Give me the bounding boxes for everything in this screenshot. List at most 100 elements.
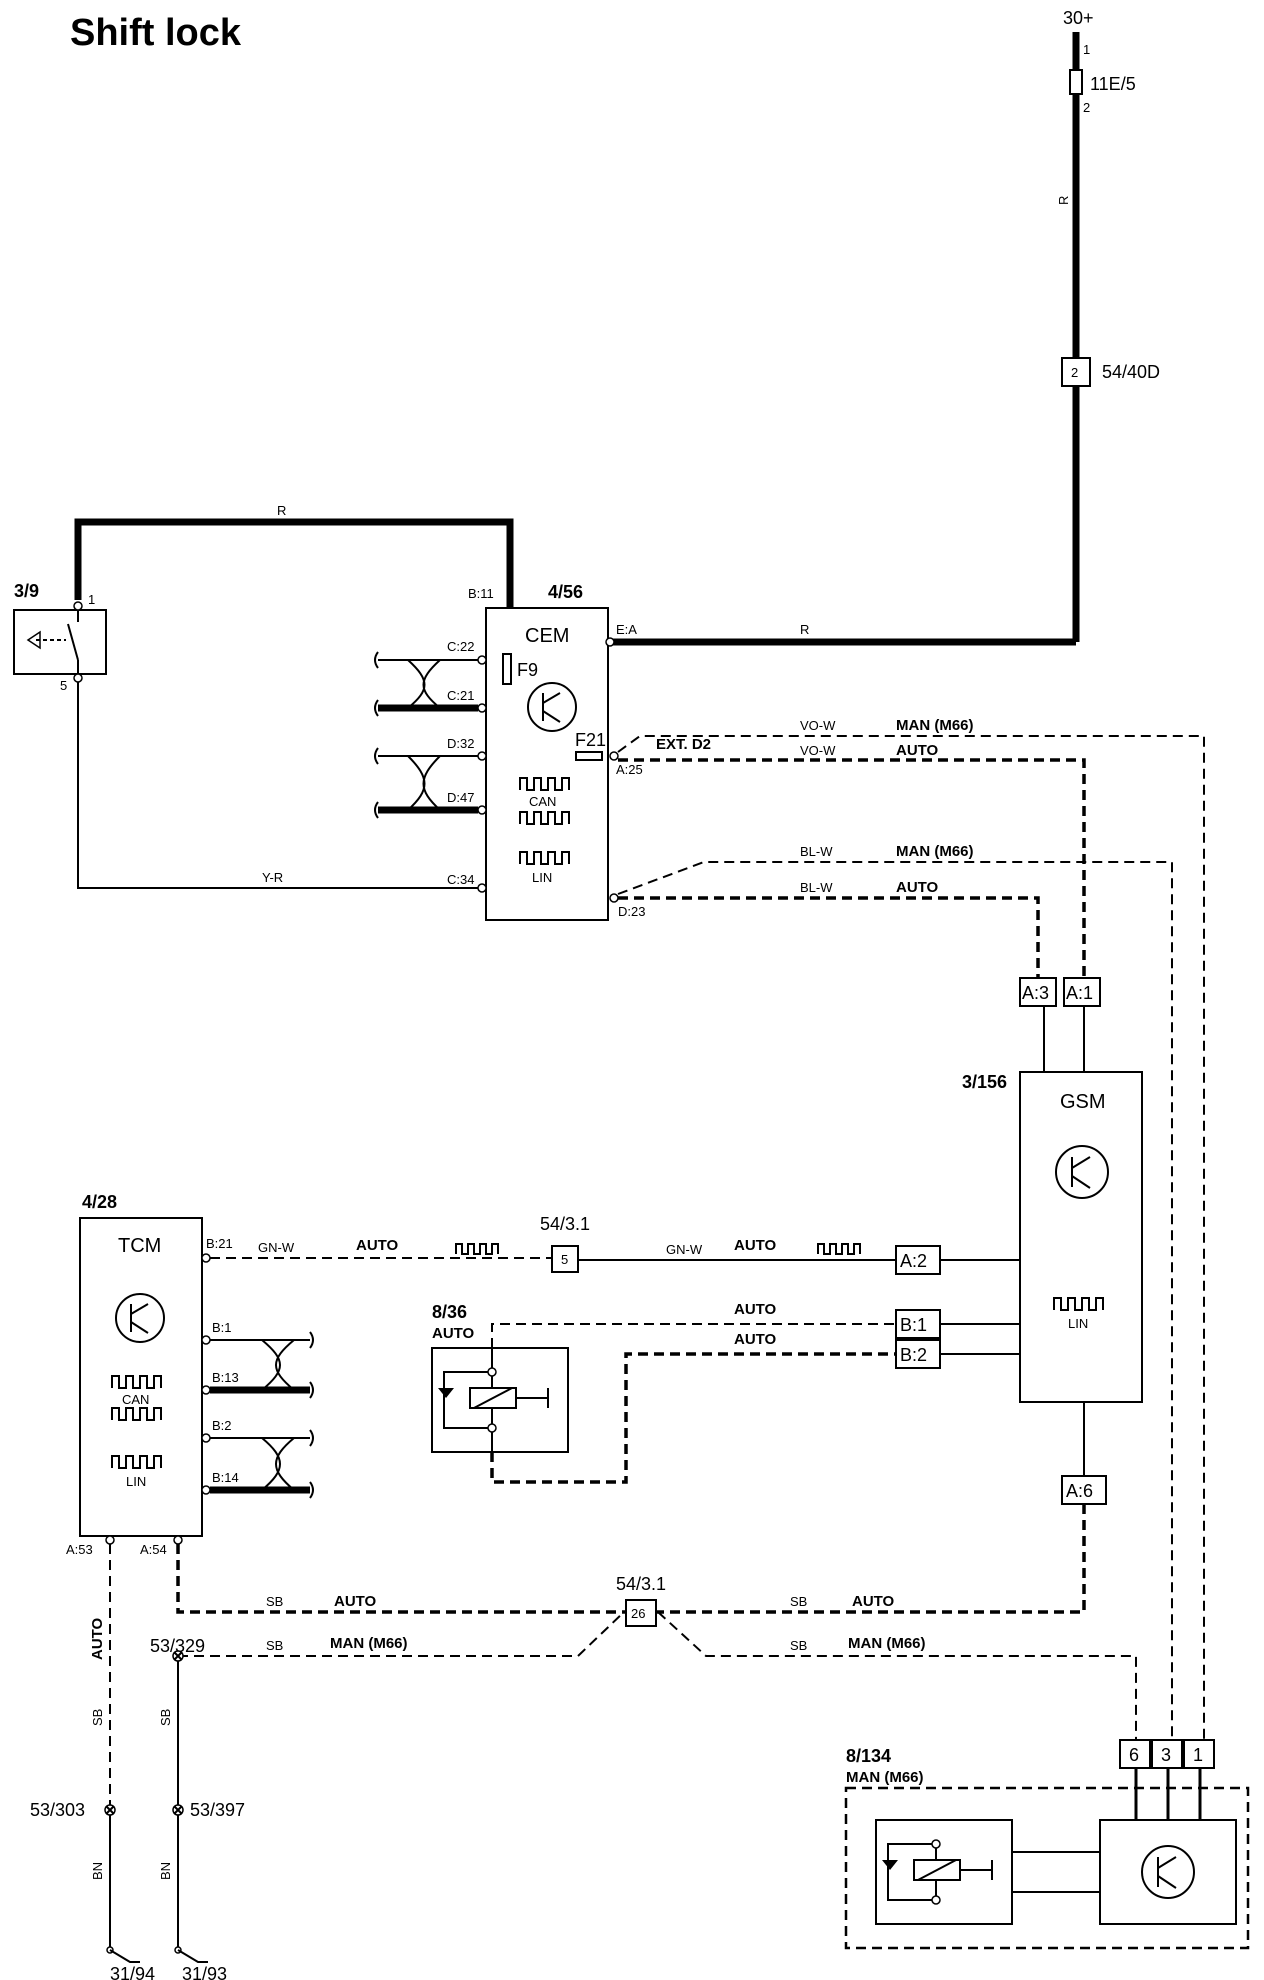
tcm-pin-a54-dot (173, 1535, 183, 1545)
gsm-transistor-c (1071, 1156, 1091, 1169)
shift-lock-control-unit (1099, 1819, 1237, 1925)
solenoid-836-diode-icon (438, 1388, 454, 1398)
shift-lock-8-134-outline (844, 1786, 1250, 1950)
tcm-can-wave-bottom (111, 1407, 162, 1421)
cem-can-label: CAN (529, 794, 556, 809)
solenoid-836-pin-top (487, 1367, 497, 1377)
wire-b2-auto (490, 1352, 896, 1484)
gsm-lin-label: LIN (1068, 1316, 1088, 1331)
gsm-lin-wave (1053, 1297, 1104, 1311)
variant-auto-b1: AUTO (734, 1301, 777, 1318)
splice-53-329-label: 53/329 (150, 1636, 205, 1656)
wire-color-sb-man-left: SB (266, 1638, 283, 1653)
shift-lock-pin-3-label: 3 (1161, 1745, 1171, 1765)
gsm-pin-b1: B:1 (900, 1315, 927, 1335)
tcm-name: TCM (118, 1235, 161, 1257)
cem-pin-a25: A:25 (616, 762, 643, 777)
gsm-transistor-e (1071, 1175, 1091, 1189)
gsm-connector-a3 (1019, 977, 1057, 1007)
gsm-connector-a6 (1061, 1475, 1107, 1505)
solenoid-836-pin-bottom (487, 1423, 497, 1433)
switch-pin-1-label: 1 (88, 592, 95, 607)
wire-bl-w-man (617, 861, 1173, 1740)
gn-w-signal-left (455, 1243, 499, 1255)
shift-lock-sol-pin-bottom (931, 1895, 941, 1905)
cem-pin-c22: C:22 (447, 639, 474, 654)
splice-53-303-x2 (105, 1805, 115, 1815)
gsm-id: 3/156 (962, 1072, 1007, 1092)
cem-can-wave-top (519, 777, 570, 791)
cem-pin-d47-dot (477, 805, 487, 815)
cem-lin-label: LIN (532, 870, 552, 885)
cem-pin-c21-dot (477, 703, 487, 713)
shift-lock-sol-pin-top (931, 1839, 941, 1849)
wire-vo-w-man (617, 735, 1205, 1740)
wire-sb-man-right (657, 1611, 1137, 1740)
cem-processor-icon (527, 682, 577, 732)
wire-y-r (77, 682, 482, 889)
switch-pin-5-label: 5 (60, 678, 67, 693)
cem-fuse-f21 (575, 751, 603, 761)
gsm-connector-a1 (1063, 977, 1101, 1007)
tcm-twist-2 (261, 1437, 295, 1491)
tcm-pin-b1: B:1 (212, 1320, 232, 1335)
ground-31-94-icon (109, 1949, 140, 1963)
tcm-pin-b13-dot (201, 1385, 211, 1395)
variant-auto-vo-w: AUTO (896, 742, 939, 759)
wire-color-r-ea: R (800, 622, 809, 637)
switch-3-9 (13, 609, 107, 675)
tcm-break-1 (309, 1331, 314, 1399)
tcm-can-label: CAN (122, 1392, 149, 1407)
fuse-11e5 (1069, 69, 1083, 95)
ground-31-94-label: 31/94 (110, 1964, 155, 1980)
gsm-pin-a3: A:3 (1022, 983, 1049, 1003)
tcm-pin-b14: B:14 (212, 1470, 239, 1485)
connector-54-3-1-pin26 (625, 1599, 657, 1627)
variant-man-sb-right: MAN (M66) (848, 1635, 926, 1652)
wire-color-sb-53-329: SB (158, 1709, 173, 1726)
cem-fuse-f9 (502, 653, 512, 685)
cem-pin-c34-dot (477, 883, 487, 893)
cem-pin-a25-dot (609, 751, 619, 761)
variant-auto-b2: AUTO (734, 1331, 777, 1348)
shift-lock-processor-icon (1141, 1845, 1195, 1899)
cem-pin-ea-dot (605, 637, 615, 647)
wire-color-bn-53-397: BN (158, 1862, 173, 1880)
gsm-pin-b2: B:2 (900, 1345, 927, 1365)
wire-r-loop (74, 518, 514, 690)
ground-31-93-icon (177, 1949, 208, 1963)
cem-id: 4/56 (548, 582, 583, 602)
tcm-pin-a54: A:54 (140, 1542, 167, 1557)
wire-color-gn-w-right: GN-W (666, 1242, 703, 1257)
wire-color-vo-w-man: VO-W (800, 718, 836, 733)
gsm-name: GSM (1060, 1091, 1106, 1113)
tcm-pin-a53-dot (105, 1535, 115, 1545)
connector-pin-5: 5 (561, 1252, 568, 1267)
connector-54-40d-pin: 2 (1071, 365, 1078, 380)
wire-sb-auto (176, 1504, 1086, 1614)
cem-pin-d32: D:32 (447, 736, 474, 751)
solenoid-836-variant: AUTO (432, 1325, 475, 1342)
cem-pin-d47: D:47 (447, 790, 474, 805)
solenoid-836-id: 8/36 (432, 1302, 467, 1322)
tcm-transistor-c (130, 1303, 149, 1315)
splice-53-397-x2 (173, 1805, 183, 1815)
cem-pin-c34: C:34 (447, 872, 474, 887)
cem-twist-1 (407, 659, 441, 709)
variant-auto-sb-left: AUTO (334, 1593, 377, 1610)
wire-color-sb-man-right: SB (790, 1638, 807, 1653)
cem-pin-d23: D:23 (618, 904, 645, 919)
tcm-pin-b1-dot (201, 1335, 211, 1345)
shift-lock-transistor-e (1157, 1875, 1177, 1889)
cem-pin-c22-dot (477, 655, 487, 665)
switch-blade (67, 623, 79, 661)
wire-color-vo-w-auto: VO-W (800, 743, 836, 758)
cem-pin-b11: B:11 (468, 586, 494, 601)
cem-transistor-e (542, 710, 561, 723)
tcm-twist-1 (261, 1339, 295, 1391)
cem-pin-d23-dot (609, 893, 619, 903)
connector-54-3-1-pin5 (551, 1245, 579, 1273)
wire-color-bl-w-man: BL-W (800, 844, 833, 859)
variant-man-sb-left: MAN (M66) (330, 1635, 408, 1652)
